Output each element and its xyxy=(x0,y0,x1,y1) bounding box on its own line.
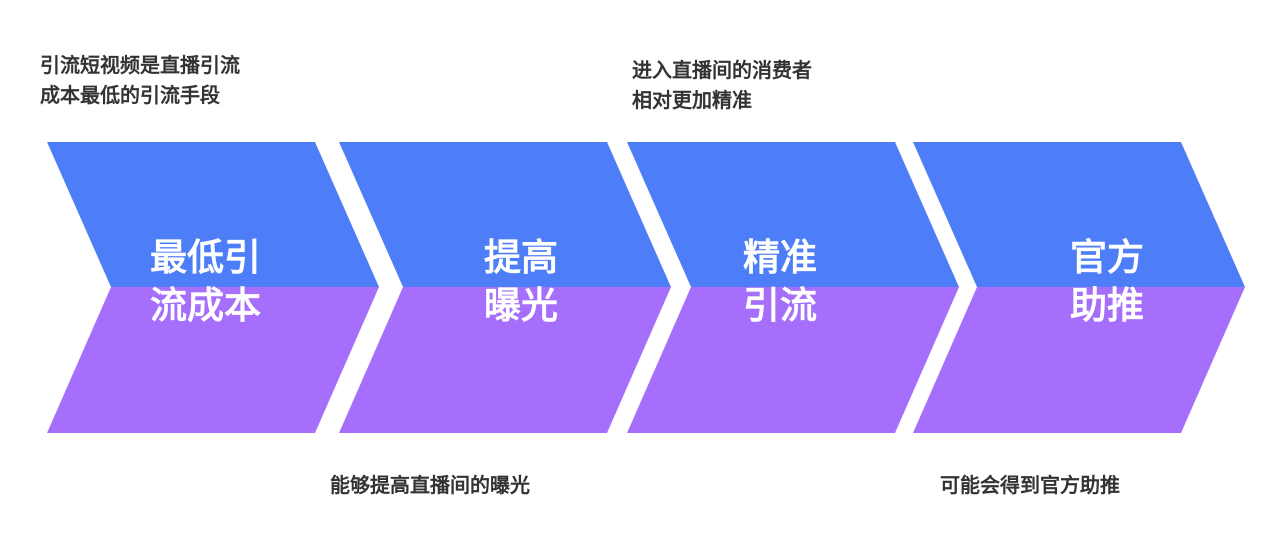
note-step-3: 进入直播间的消费者 相对更加精准 xyxy=(632,55,812,115)
note-step-1-line-2: 成本最低的引流手段 xyxy=(40,83,220,107)
step-4-label-line-2: 助推 xyxy=(1070,284,1144,327)
chevron-3-top xyxy=(627,142,959,287)
note-step-1-line-1: 引流短视频是直播引流 xyxy=(40,53,240,77)
chevron-2-bottom xyxy=(339,287,671,433)
note-step-4-line-1: 可能会得到官方助推 xyxy=(940,473,1120,497)
note-step-3-line-1: 进入直播间的消费者 xyxy=(632,58,812,82)
step-3-label: 精准 引流 xyxy=(743,234,817,330)
note-step-2-line-1: 能够提高直播间的曝光 xyxy=(330,473,530,497)
chevron-1-top xyxy=(47,142,379,287)
chevron-3-bottom xyxy=(627,287,959,433)
step-2-label-line-1: 提高 xyxy=(484,236,558,279)
chevron-4-bottom xyxy=(913,287,1245,433)
step-2-label: 提高 曝光 xyxy=(484,234,558,330)
step-1-label: 最低引 流成本 xyxy=(150,234,261,330)
step-3-label-line-2: 引流 xyxy=(743,284,817,327)
step-2-label-line-2: 曝光 xyxy=(484,284,558,327)
note-step-3-line-2: 相对更加精准 xyxy=(632,88,752,112)
step-3-label-line-1: 精准 xyxy=(743,236,817,279)
note-step-2: 能够提高直播间的曝光 xyxy=(330,470,530,500)
note-step-4: 可能会得到官方助推 xyxy=(940,470,1120,500)
note-step-1: 引流短视频是直播引流 成本最低的引流手段 xyxy=(40,50,240,110)
step-1-label-line-2: 流成本 xyxy=(150,284,261,327)
step-1-label-line-1: 最低引 xyxy=(150,236,261,279)
chevron-4-top xyxy=(913,142,1245,287)
step-4-label: 官方 助推 xyxy=(1070,234,1144,330)
chevron-1-bottom xyxy=(47,287,379,433)
step-4-label-line-1: 官方 xyxy=(1070,236,1144,279)
chevron-2-top xyxy=(339,142,671,287)
